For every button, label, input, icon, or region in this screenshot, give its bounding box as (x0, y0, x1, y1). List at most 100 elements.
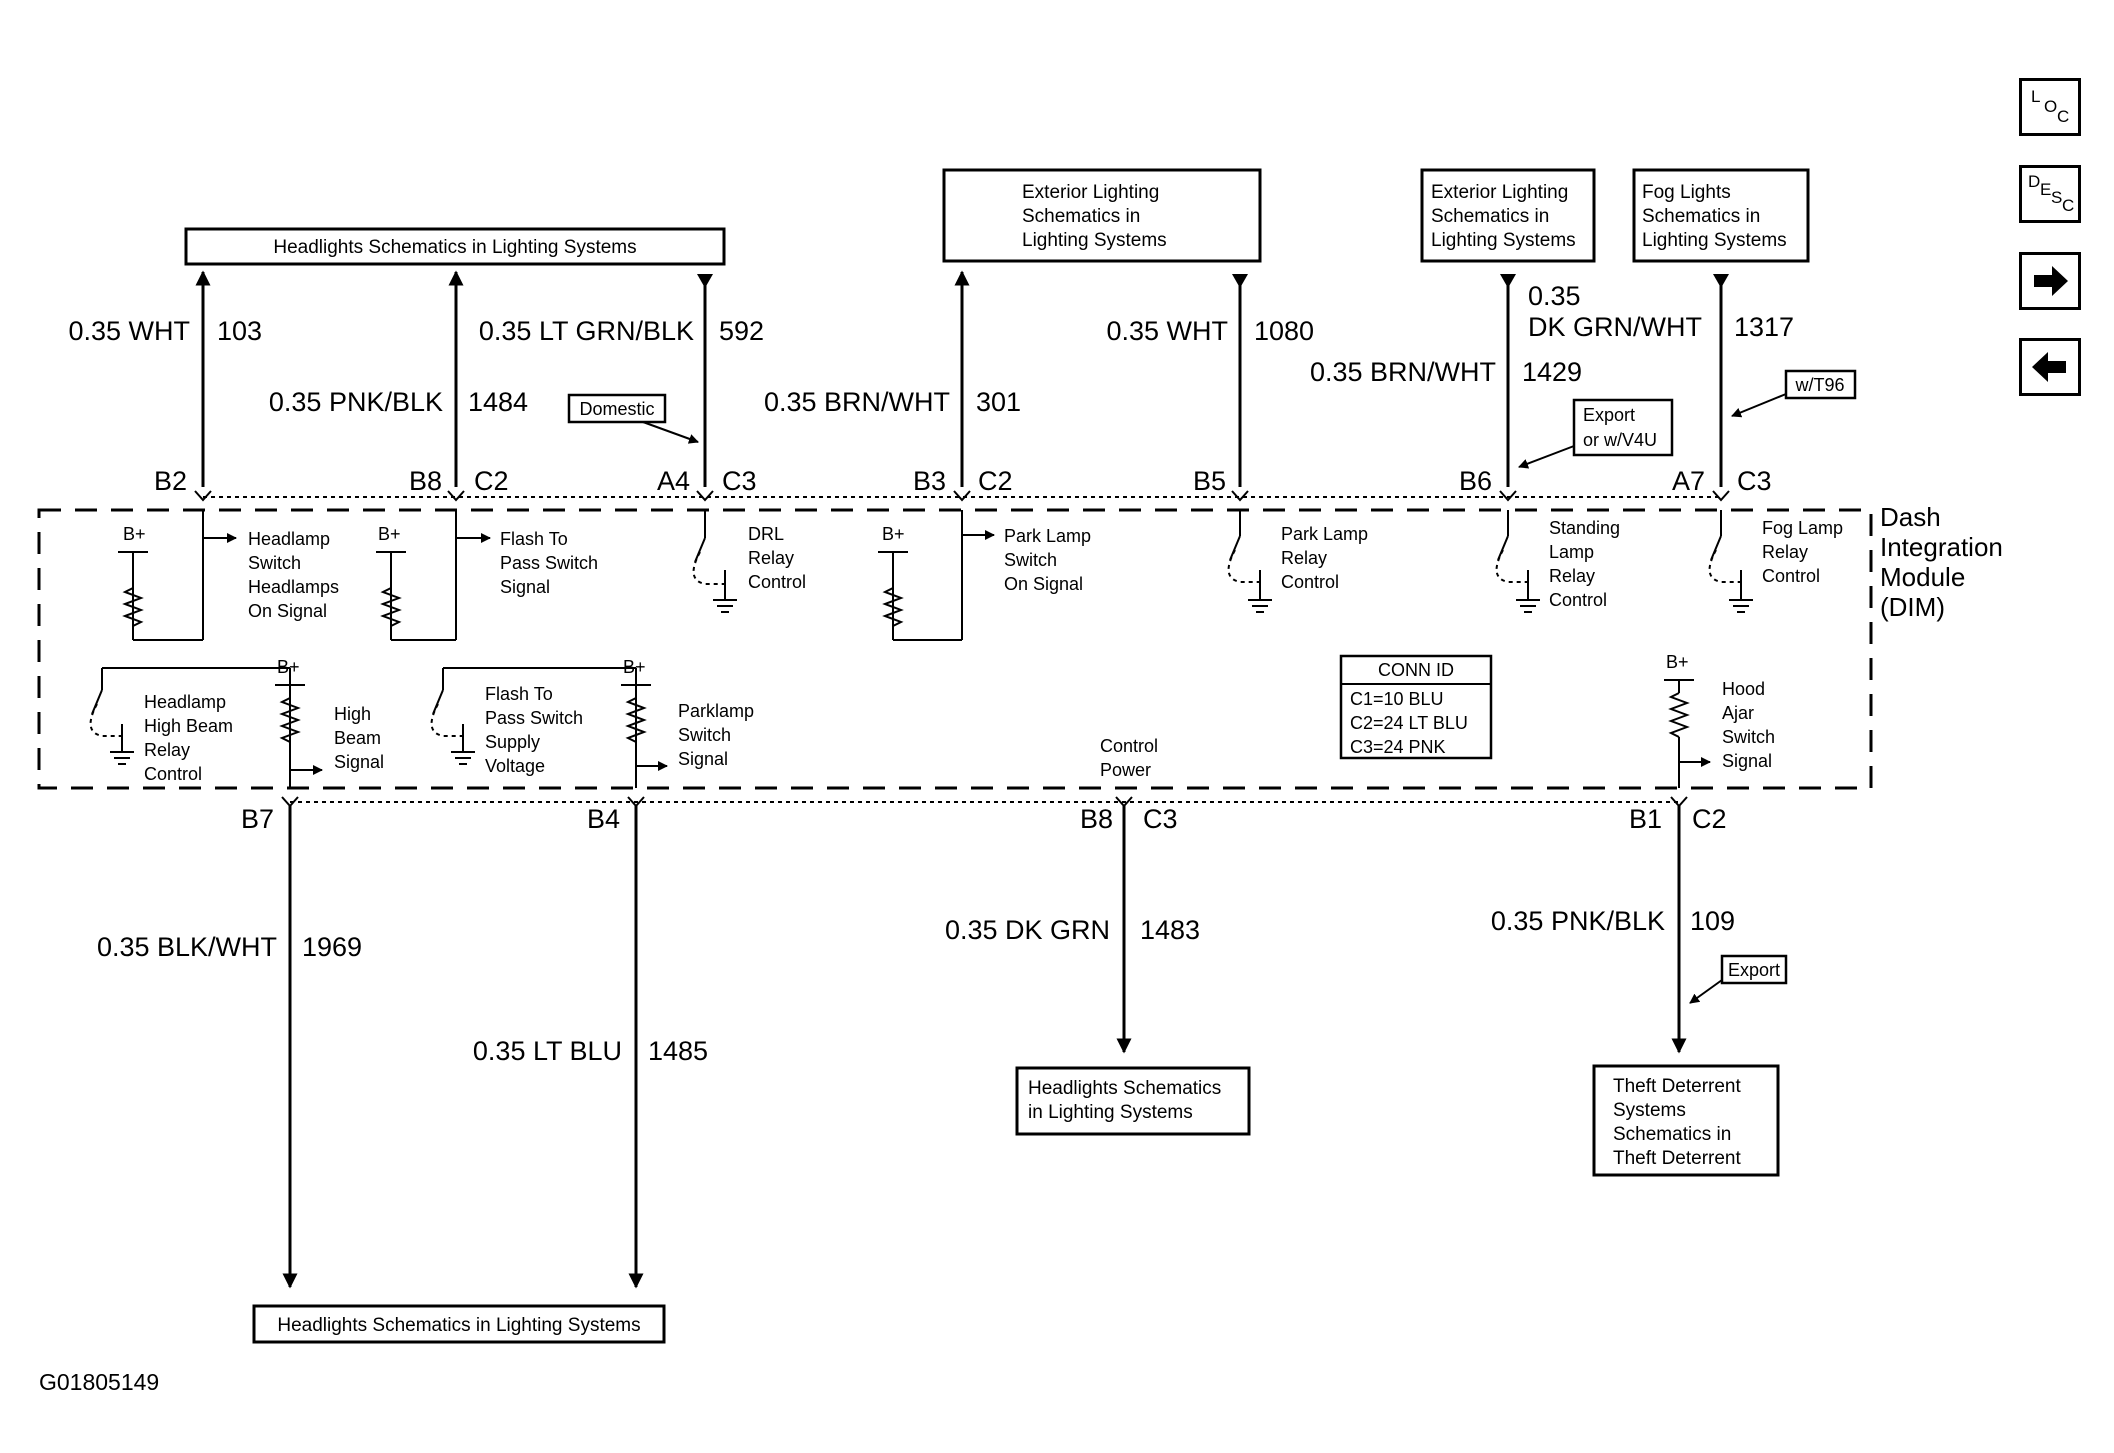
headlights-bottom-mid-line1: Headlights Schematics (1028, 1078, 1221, 1099)
bplus-4: B+ (277, 657, 300, 677)
wire-109: 0.35 PNK/BLK 109 (1491, 806, 1735, 1054)
sig-park-switch-1: Park Lamp (1004, 526, 1091, 546)
sig-hb-relay-4: Control (144, 764, 202, 784)
sig-flash-supply-3: Supply (485, 732, 540, 752)
wire-1429-circuit: 1429 (1522, 357, 1582, 387)
sig-flash-supply-2: Pass Switch (485, 708, 583, 728)
flash-to-pass-circuit: B+ Flash To Pass Switch Signal (376, 510, 598, 641)
pin-c3-b: C3 (1737, 466, 1772, 496)
fog-lights-box[interactable]: Fog Lights Schematics in Lighting System… (1632, 168, 1810, 263)
wire-301: 0.35 BRN/WHT 301 (764, 270, 1021, 487)
bplus-6: B+ (1666, 652, 1689, 672)
sig-flash-pass-2: Pass Switch (500, 553, 598, 573)
sig-fog-2: Relay (1762, 542, 1808, 562)
sig-headlamp-switch-2: Switch (248, 553, 301, 573)
sig-hb-relay-2: High Beam (144, 716, 233, 736)
pin-c2-a: C2 (474, 466, 509, 496)
wire-1429-color: 0.35 BRN/WHT (1310, 357, 1496, 387)
sig-park-relay-1: Park Lamp (1281, 524, 1368, 544)
sig-fog-3: Control (1762, 566, 1820, 586)
sig-drl-1: DRL (748, 524, 784, 544)
desc-button[interactable]: D E S C (2019, 165, 2081, 223)
fog-lamp-relay-circuit: Fog Lamp Relay Control (1708, 510, 1843, 613)
wire-301-circuit: 301 (976, 387, 1021, 417)
arrow-left-icon (2032, 352, 2066, 382)
sig-standing-1: Standing (1549, 518, 1620, 538)
dim-line1: Dash (1880, 502, 1941, 532)
headlights-bottom-left-box[interactable]: Headlights Schematics in Lighting System… (252, 1304, 666, 1344)
bottom-connectors: B7 B4 B8 C3 B1 C2 (241, 796, 1727, 834)
sig-park-relay-3: Control (1281, 572, 1339, 592)
headlights-top-box[interactable]: Headlights Schematics in Lighting System… (184, 227, 726, 266)
arrow-right-icon (2034, 266, 2068, 296)
pin-b7: B7 (241, 804, 274, 834)
sig-headlamp-switch-3: Headlamps (248, 577, 339, 597)
sig-hood-3: Switch (1722, 727, 1775, 747)
dim-line4: (DIM) (1880, 592, 1945, 622)
sig-drl-3: Control (748, 572, 806, 592)
ext-b-line3: Lighting Systems (1431, 230, 1576, 251)
conn-id-row-1: C1=10 BLU (1350, 689, 1444, 709)
parklamp-switch-signal-circuit: B+ Parklamp Switch Signal (621, 657, 754, 788)
wire-1317-color: DK GRN/WHT (1528, 312, 1702, 342)
sig-parklamp-3: Signal (678, 749, 728, 769)
ext-a-line3: Lighting Systems (1022, 230, 1167, 251)
ext-b-line1: Exterior Lighting (1431, 182, 1568, 203)
bplus-3: B+ (882, 524, 905, 544)
drl-relay-circuit: DRL Relay Control (692, 510, 806, 613)
wire-1483-circuit: 1483 (1140, 915, 1200, 945)
wire-592: 0.35 LT GRN/BLK 592 (479, 274, 764, 487)
pin-b8-bottom: B8 (1080, 804, 1113, 834)
sig-parklamp-2: Switch (678, 725, 731, 745)
prev-button[interactable] (2019, 338, 2081, 396)
bplus-5: B+ (623, 657, 646, 677)
pin-c2-bottom: C2 (1692, 804, 1727, 834)
headlights-bottom-left-label: Headlights Schematics in Lighting System… (277, 1315, 640, 1336)
next-button[interactable] (2019, 252, 2081, 310)
headlights-top-box-label: Headlights Schematics in Lighting System… (273, 237, 636, 258)
sig-park-switch-2: Switch (1004, 550, 1057, 570)
wire-1429: 0.35 BRN/WHT 1429 (1310, 274, 1582, 487)
desc-letter-s: S (2051, 188, 2063, 207)
bplus-1: B+ (123, 524, 146, 544)
wire-1485: 0.35 LT BLU 1485 (473, 806, 708, 1289)
top-connectors (194, 490, 1730, 502)
t96-tag: w/T96 (1731, 369, 1857, 418)
headlights-bottom-mid-line2: in Lighting Systems (1028, 1102, 1193, 1123)
fog-line2: Schematics in (1642, 206, 1760, 227)
park-lamp-relay-circuit: Park Lamp Relay Control (1227, 510, 1368, 613)
pin-b2: B2 (154, 466, 187, 496)
conn-id-title: CONN ID (1378, 660, 1454, 680)
headlamp-switch-circuit: B+ Headlamp Switch Headlamps On Signal (118, 510, 339, 641)
conn-id-row-3: C3=24 PNK (1350, 737, 1446, 757)
sig-hb-signal-1: High (334, 704, 371, 724)
headlights-bottom-mid-box[interactable]: Headlights Schematics in Lighting System… (1015, 1066, 1251, 1136)
wire-592-color: 0.35 LT GRN/BLK (479, 316, 694, 346)
wire-103-circuit: 103 (217, 316, 262, 346)
export-label: Export (1728, 960, 1780, 980)
pin-a4: A4 (657, 466, 690, 496)
bplus-2: B+ (378, 524, 401, 544)
loc-letter-o: O (2044, 97, 2058, 116)
domestic-tag: Domestic (567, 393, 699, 444)
standing-lamp-relay-circuit: Standing Lamp Relay Control (1495, 510, 1620, 613)
exterior-lighting-box-b[interactable]: Exterior Lighting Schematics in Lighting… (1420, 168, 1596, 263)
loc-button[interactable]: L O C (2019, 78, 2081, 136)
pin-b6: B6 (1459, 466, 1492, 496)
exterior-lighting-box-a[interactable]: Exterior Lighting Schematics in Lighting… (942, 168, 1262, 263)
theft-line3: Schematics in (1613, 1124, 1731, 1145)
sig-headlamp-switch-4: On Signal (248, 601, 327, 621)
pin-c3-a: C3 (722, 466, 757, 496)
sig-hood-1: Hood (1722, 679, 1765, 699)
wire-301-color: 0.35 BRN/WHT (764, 387, 950, 417)
sig-hood-4: Signal (1722, 751, 1772, 771)
ext-a-line2: Schematics in (1022, 206, 1140, 227)
wire-1317: 0.35 DK GRN/WHT 1317 (1528, 274, 1794, 487)
sig-park-relay-2: Relay (1281, 548, 1327, 568)
pin-b4: B4 (587, 804, 620, 834)
theft-deterrent-box[interactable]: Theft Deterrent Systems Schematics in Th… (1592, 1064, 1780, 1177)
loc-letter-c: C (2057, 107, 2070, 126)
sig-parklamp-1: Parklamp (678, 701, 754, 721)
high-beam-relay-circuit: Headlamp High Beam Relay Control (89, 667, 291, 784)
